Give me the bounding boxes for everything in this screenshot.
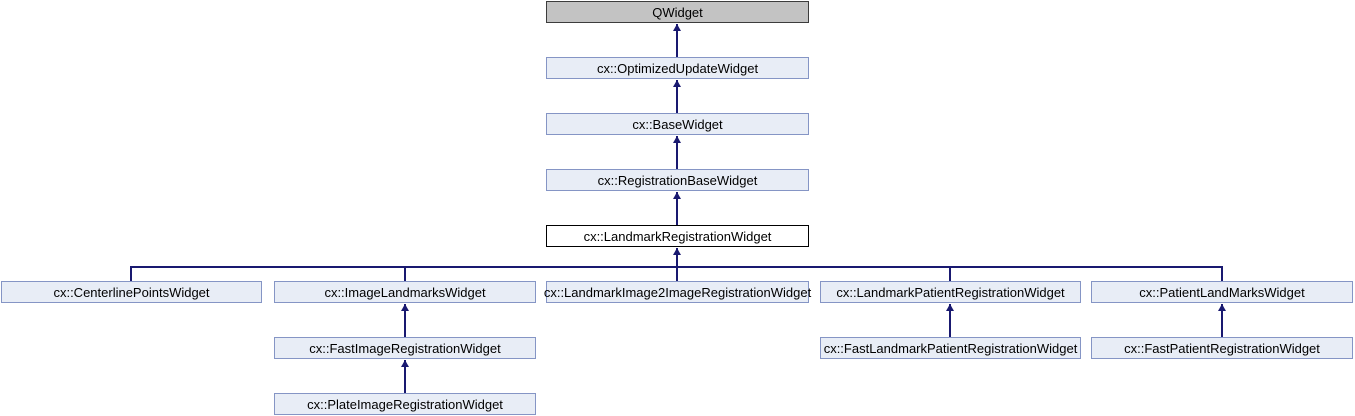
node-landmark-image2image-registration-widget[interactable]: cx::LandmarkImage2ImageRegistrationWidge…: [544, 281, 811, 303]
edge-basewidget-to-optimizedupdate: [676, 80, 678, 113]
node-qwidget[interactable]: QWidget: [546, 1, 809, 23]
edge-stub-landmarkpatient: [949, 266, 951, 281]
edge-landmarkregistration-to-registrationbase: [676, 192, 678, 225]
edge-fastlandmarkpatient-to-landmarkpatient: [949, 304, 951, 337]
node-fast-image-registration-widget[interactable]: cx::FastImageRegistrationWidget: [274, 337, 536, 359]
edge-plateimage-to-fastimage: [404, 360, 406, 393]
node-plate-image-registration-widget[interactable]: cx::PlateImageRegistrationWidget: [274, 393, 536, 415]
arrowhead-up-icon: [673, 24, 681, 31]
node-fast-patient-registration-widget[interactable]: cx::FastPatientRegistrationWidget: [1091, 337, 1353, 359]
node-landmark-patient-registration-widget[interactable]: cx::LandmarkPatientRegistrationWidget: [820, 281, 1081, 303]
node-patient-landmarks-widget[interactable]: cx::PatientLandMarksWidget: [1091, 281, 1353, 303]
edge-fastimage-to-imagelandmarks: [404, 304, 406, 337]
edge-stub-patientlandmarks: [1221, 266, 1223, 281]
node-image-landmarks-widget[interactable]: cx::ImageLandmarksWidget: [274, 281, 536, 303]
node-base-widget[interactable]: cx::BaseWidget: [546, 113, 809, 135]
node-centerline-points-widget[interactable]: cx::CenterlinePointsWidget: [1, 281, 262, 303]
arrowhead-up-icon: [401, 304, 409, 311]
edge-fastpatient-to-patientlandmarks: [1221, 304, 1223, 337]
arrowhead-up-icon: [673, 248, 681, 255]
arrowhead-up-icon: [673, 192, 681, 199]
arrowhead-up-icon: [673, 136, 681, 143]
arrowhead-up-icon: [1218, 304, 1226, 311]
arrowhead-up-icon: [673, 80, 681, 87]
node-landmark-registration-widget: cx::LandmarkRegistrationWidget: [546, 225, 809, 247]
edge-registrationbase-to-basewidget: [676, 136, 678, 169]
edge-children-bus: [130, 266, 1223, 268]
edge-optimizedupdate-to-qwidget: [676, 24, 678, 57]
edge-stub-centerlinepoints: [130, 266, 132, 281]
node-fast-landmark-patient-registration-widget[interactable]: cx::FastLandmarkPatientRegistrationWidge…: [820, 337, 1081, 359]
edge-children-to-landmarkregistration: [676, 248, 678, 281]
node-registration-base-widget[interactable]: cx::RegistrationBaseWidget: [546, 169, 809, 191]
node-optimized-update-widget[interactable]: cx::OptimizedUpdateWidget: [546, 57, 809, 79]
arrowhead-up-icon: [401, 360, 409, 367]
edge-stub-imagelandmarks: [404, 266, 406, 281]
arrowhead-up-icon: [946, 304, 954, 311]
